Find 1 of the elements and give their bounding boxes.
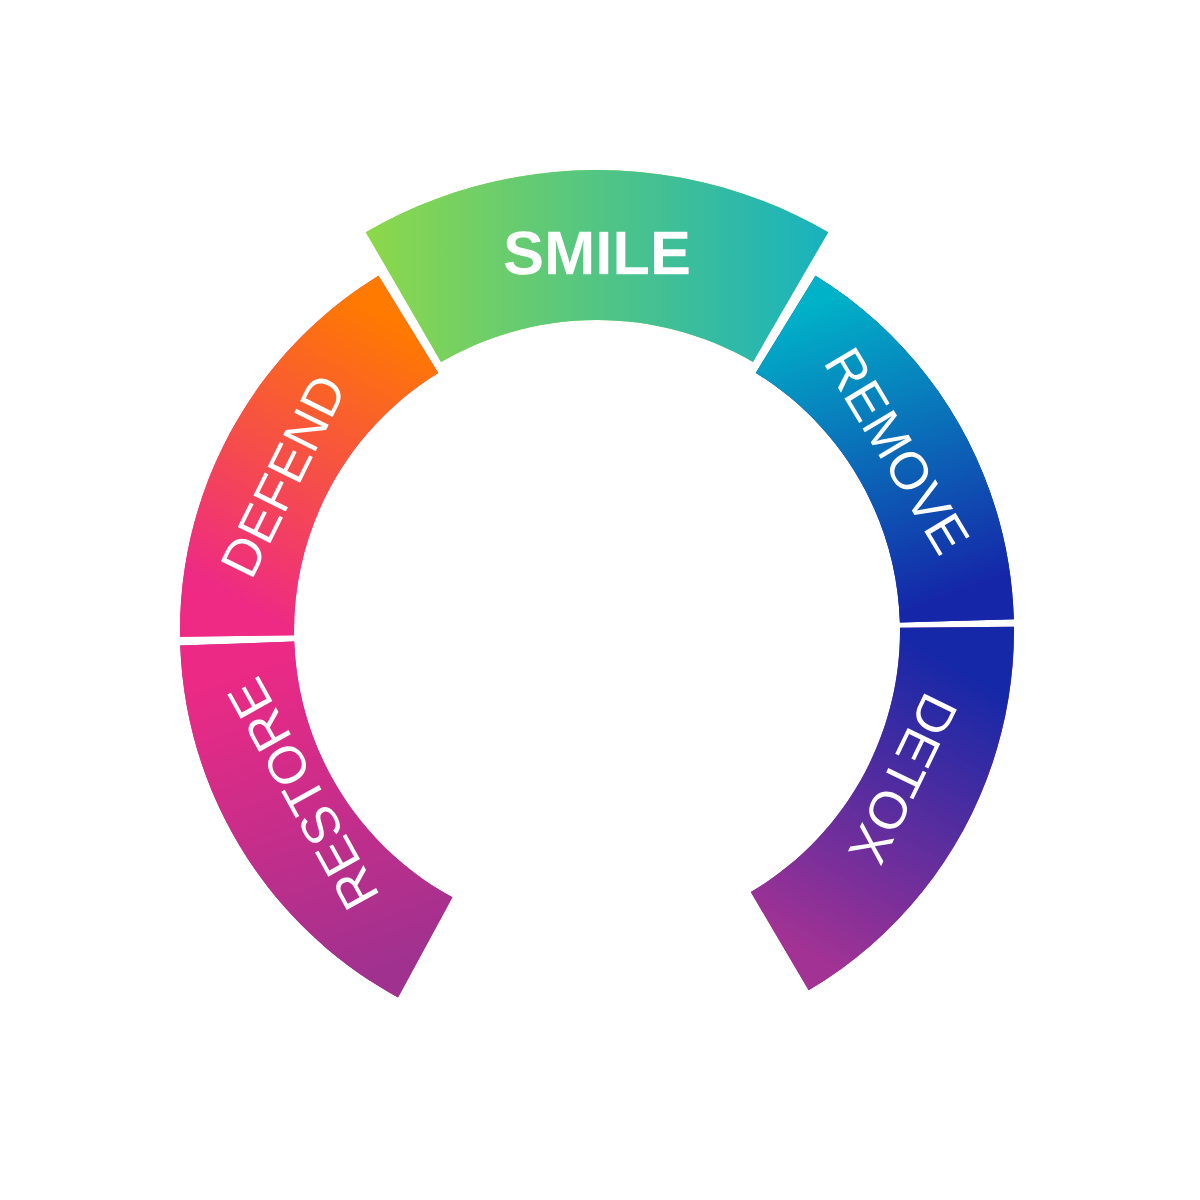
segment-label: SMILE bbox=[504, 231, 689, 275]
